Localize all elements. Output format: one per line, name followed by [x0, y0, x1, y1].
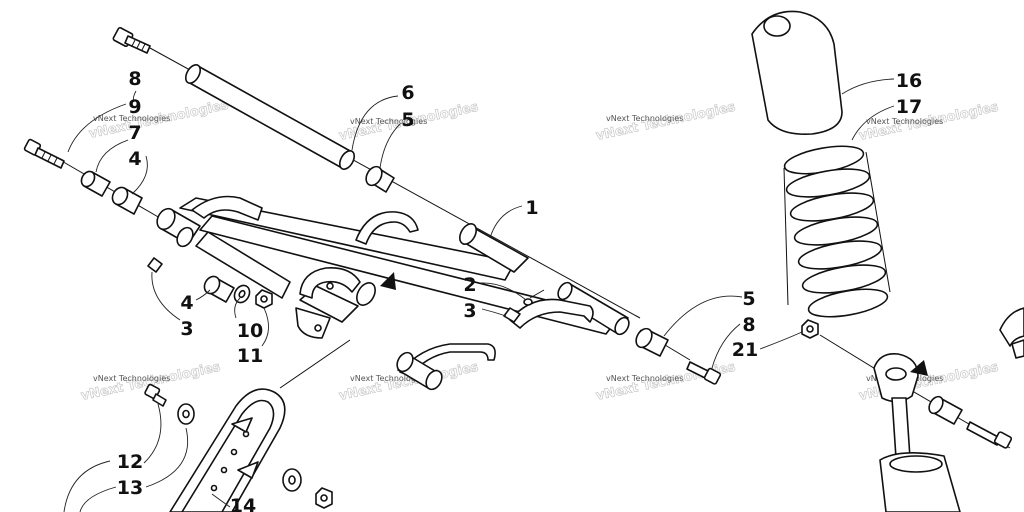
callout-2: 2 — [463, 274, 476, 296]
callout-labels: 8 9 7 4 6 5 1 2 3 4 3 10 11 5 8 21 16 17… — [117, 68, 922, 512]
watermark: vNext Technologies — [93, 374, 170, 383]
fitting-part-3-right — [503, 307, 521, 323]
bump-stop-part-16 — [751, 10, 843, 136]
nut-lower — [315, 487, 333, 509]
bolt-part-8-top — [112, 26, 151, 54]
bushing-part-5-upper — [365, 165, 395, 193]
swing-arm-part-1 — [156, 195, 630, 391]
watermark: vNext Technologies — [350, 374, 427, 383]
callout-6: 6 — [401, 82, 414, 104]
callout-5-lower: 5 — [742, 288, 755, 310]
callout-14: 14 — [230, 495, 256, 512]
callout-10: 10 — [237, 320, 263, 342]
callout-7: 7 — [128, 122, 141, 144]
callout-3-left: 3 — [180, 318, 193, 340]
bushing-part-4-upper — [111, 186, 143, 215]
callout-1: 1 — [525, 197, 538, 219]
bolt-part-9 — [23, 138, 65, 169]
washer-part-13 — [177, 403, 195, 425]
fitting-part-3-left — [147, 257, 163, 273]
callout-21: 21 — [732, 339, 758, 361]
bushing-part-4-lower — [203, 275, 235, 303]
callout-13: 13 — [117, 477, 143, 499]
callout-11: 11 — [237, 345, 263, 367]
callout-4-lower: 4 — [180, 292, 193, 314]
callout-17: 17 — [896, 96, 922, 118]
nut-part-11 — [255, 289, 273, 309]
spring-part-17 — [783, 145, 891, 318]
bolt-part-8-lower — [686, 361, 722, 385]
callout-3-right: 3 — [463, 300, 476, 322]
watermark: vNext Technologies — [606, 374, 683, 383]
callout-4-upper: 4 — [128, 148, 141, 170]
washer-part-10 — [233, 284, 251, 304]
nut-part-21 — [801, 319, 819, 339]
callout-8-lower: 8 — [742, 314, 755, 336]
spacer-part-7 — [80, 170, 111, 197]
watermark: vNext Technologies — [350, 117, 427, 126]
bushing-part-5-lower — [635, 327, 669, 357]
callout-9: 9 — [128, 96, 141, 118]
clip-part-2 — [523, 289, 545, 306]
watermark: vNext Technologies — [93, 114, 170, 123]
callout-8-top: 8 — [128, 68, 141, 90]
callout-5-upper: 5 — [401, 109, 414, 131]
watermark: vNext Technologies — [606, 114, 683, 123]
bolt-part-12 — [144, 383, 167, 407]
strap-part-14 — [169, 388, 286, 512]
watermark: vNext Technologies — [866, 117, 943, 126]
callout-16: 16 — [896, 70, 922, 92]
tube-part-6 — [184, 64, 356, 170]
callout-12: 12 — [117, 451, 143, 473]
washer-lower — [282, 468, 302, 492]
shock-absorber — [873, 307, 1024, 512]
leader-lines — [63, 78, 895, 512]
